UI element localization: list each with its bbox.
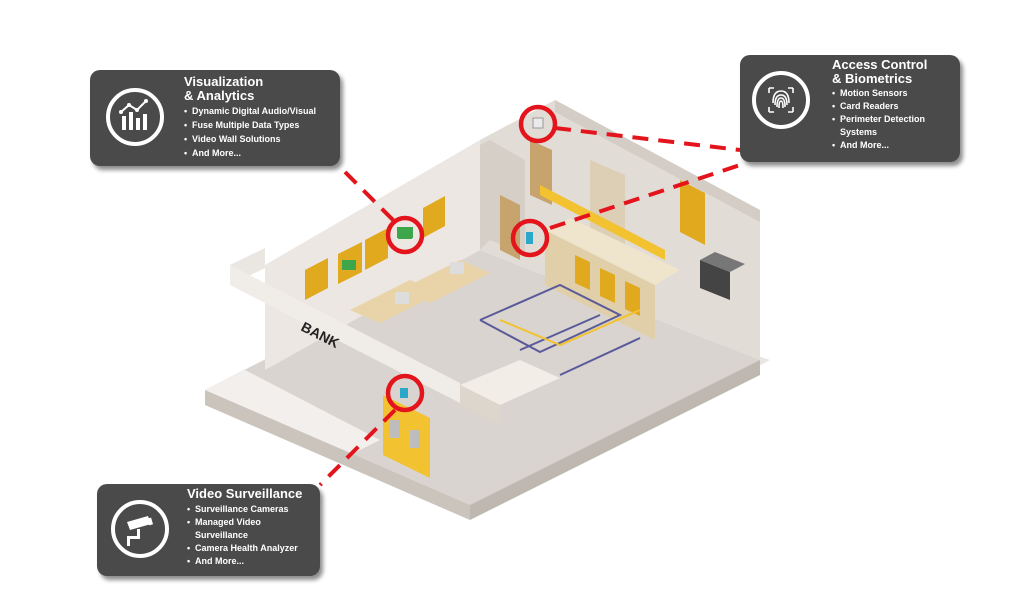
- callout-title: Access Control & Biometrics: [832, 58, 927, 86]
- callout-visualization-analytics: Visualization & Analytics Dynamic Digita…: [90, 70, 340, 166]
- marker-video[interactable]: [385, 373, 425, 413]
- list-item: Managed Video Surveillance: [187, 516, 298, 542]
- security-camera-icon: [111, 500, 169, 558]
- title-line-1: Visualization: [184, 74, 264, 89]
- list-item: Motion Sensors: [832, 87, 925, 100]
- title-line-1: Video Surveillance: [187, 486, 303, 501]
- item-text: Managed Video: [195, 517, 261, 527]
- feature-list: Surveillance Cameras Managed Video Surve…: [187, 503, 298, 568]
- feature-list: Motion Sensors Card Readers Perimeter De…: [832, 87, 925, 152]
- list-item: And More...: [832, 139, 925, 152]
- marker-access-top[interactable]: [518, 104, 558, 144]
- callout-title: Visualization & Analytics: [184, 75, 263, 103]
- title-line-2: & Analytics: [184, 88, 255, 103]
- atm-panel: [383, 395, 430, 478]
- marker-access-door[interactable]: [510, 218, 550, 258]
- list-item: Card Readers: [832, 100, 925, 113]
- callout-access-control: Access Control & Biometrics Motion Senso…: [740, 55, 960, 162]
- list-item: And More...: [187, 555, 298, 568]
- feature-list: Dynamic Digital Audio/Visual Fuse Multip…: [184, 104, 316, 160]
- list-item: Fuse Multiple Data Types: [184, 118, 316, 132]
- fingerprint-icon: [752, 71, 810, 129]
- list-item: Dynamic Digital Audio/Visual: [184, 104, 316, 118]
- item-text-continued: Systems: [840, 127, 878, 137]
- analytics-chart-icon: [106, 88, 164, 146]
- list-item: Surveillance Cameras: [187, 503, 298, 516]
- callout-video-surveillance: Video Surveillance Surveillance Cameras …: [97, 484, 320, 576]
- callout-title: Video Surveillance: [187, 487, 302, 501]
- list-item: Perimeter Detection Systems: [832, 113, 925, 139]
- item-text-continued: Surveillance: [195, 530, 249, 540]
- list-item: Video Wall Solutions: [184, 132, 316, 146]
- marker-analytics[interactable]: [385, 215, 425, 255]
- item-text: Perimeter Detection: [840, 114, 926, 124]
- list-item: Camera Health Analyzer: [187, 542, 298, 555]
- title-line-1: Access Control: [832, 57, 928, 72]
- list-item: And More...: [184, 146, 316, 160]
- front-glass-wall: [205, 370, 380, 460]
- title-line-2: & Biometrics: [832, 71, 913, 86]
